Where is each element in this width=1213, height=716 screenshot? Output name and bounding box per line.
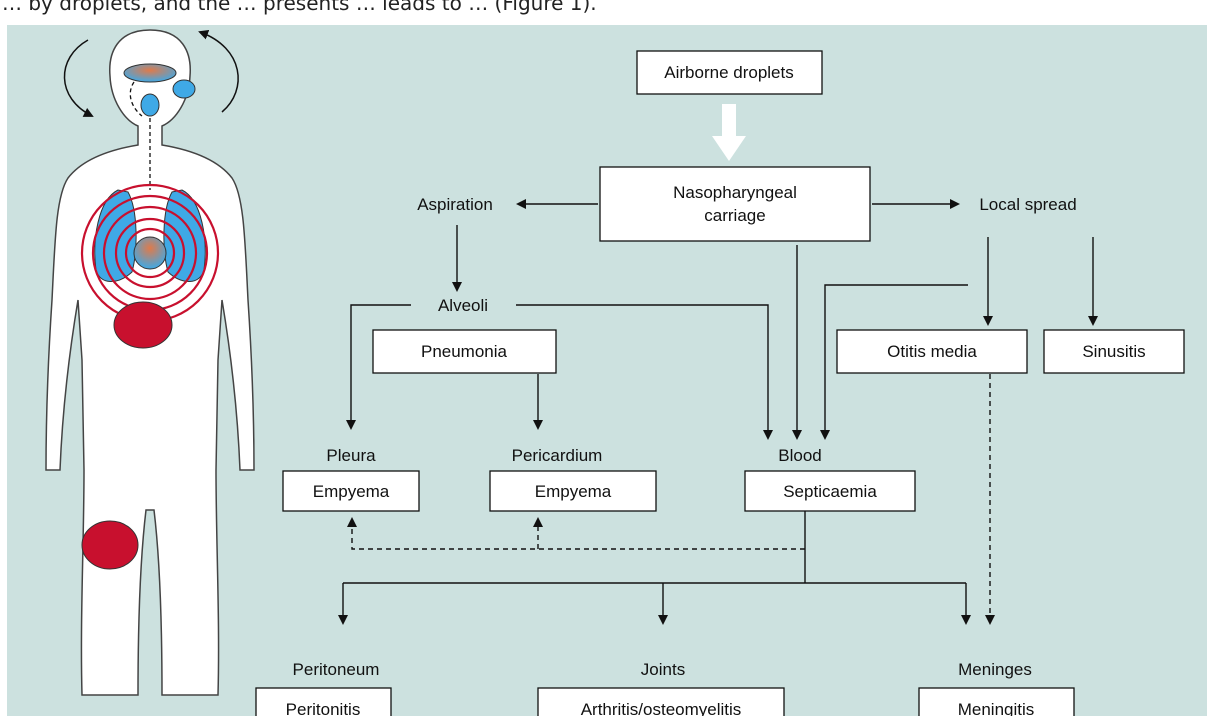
pericardium-empyema-box: [489, 470, 657, 512]
meninges-label: Meninges: [958, 660, 1032, 679]
boxes: [255, 50, 1185, 716]
transmission-arrow-right: [198, 30, 239, 113]
airborne-droplets-label: Airborne droplets: [664, 63, 793, 82]
nasopharynx-organ: [140, 93, 160, 117]
pleura-empyema-box: [282, 470, 420, 512]
septicaemia-label: Septicaemia: [783, 482, 877, 501]
sinusitis-label: Sinusitis: [1082, 342, 1145, 361]
labels: Airborne droplets Nasopharyngeal carriag…: [286, 63, 1146, 716]
nasopharyngeal-label-1: Nasopharyngeal: [673, 183, 797, 202]
pleura-label: Pleura: [326, 446, 376, 465]
caption-text: … by droplets, and the … presents … lead…: [2, 0, 597, 15]
heart-organ: [133, 236, 167, 270]
pneumonia-label: Pneumonia: [421, 342, 508, 361]
brain-organ: [123, 63, 177, 83]
blood-label: Blood: [778, 446, 821, 465]
peritoneum-label: Peritoneum: [293, 660, 380, 679]
meningitis-box: [918, 687, 1075, 716]
airborne-droplets-box: [636, 50, 823, 95]
knee-infection: [81, 520, 139, 570]
pneumonia-box: [372, 329, 557, 374]
pericardium-empyema-label: Empyema: [535, 482, 612, 501]
otitis-media-box: [836, 329, 1028, 374]
septicaemia-box: [744, 470, 916, 512]
nasopharyngeal-box: [599, 166, 871, 242]
sinusitis-box: [1043, 329, 1185, 374]
peritonitis-box: [255, 687, 392, 716]
pleura-empyema-label: Empyema: [313, 482, 390, 501]
transmission-arrow-left: [63, 39, 94, 117]
caption-strip: … by droplets, and the … presents … lead…: [0, 0, 1213, 26]
joints-label: Joints: [641, 660, 685, 679]
otitis-media-label: Otitis media: [887, 342, 977, 361]
ear-organ: [172, 79, 196, 99]
nasopharyngeal-label-2: carriage: [704, 206, 765, 225]
arthritis-label: Arthritis/osteomyelitis: [581, 700, 742, 716]
meningitis-label: Meningitis: [958, 700, 1035, 716]
aspiration-label: Aspiration: [417, 195, 493, 214]
body-silhouette: [45, 29, 255, 696]
airway-dashed-left: [129, 81, 143, 117]
arthritis-box: [537, 687, 785, 716]
local-spread-label: Local spread: [979, 195, 1076, 214]
peritonitis-label: Peritonitis: [286, 700, 361, 716]
alveoli-label: Alveoli: [438, 296, 488, 315]
pericardium-label: Pericardium: [512, 446, 603, 465]
abdomen-infection: [113, 301, 173, 349]
human-figure: [45, 29, 255, 696]
connectors: [338, 104, 1098, 625]
